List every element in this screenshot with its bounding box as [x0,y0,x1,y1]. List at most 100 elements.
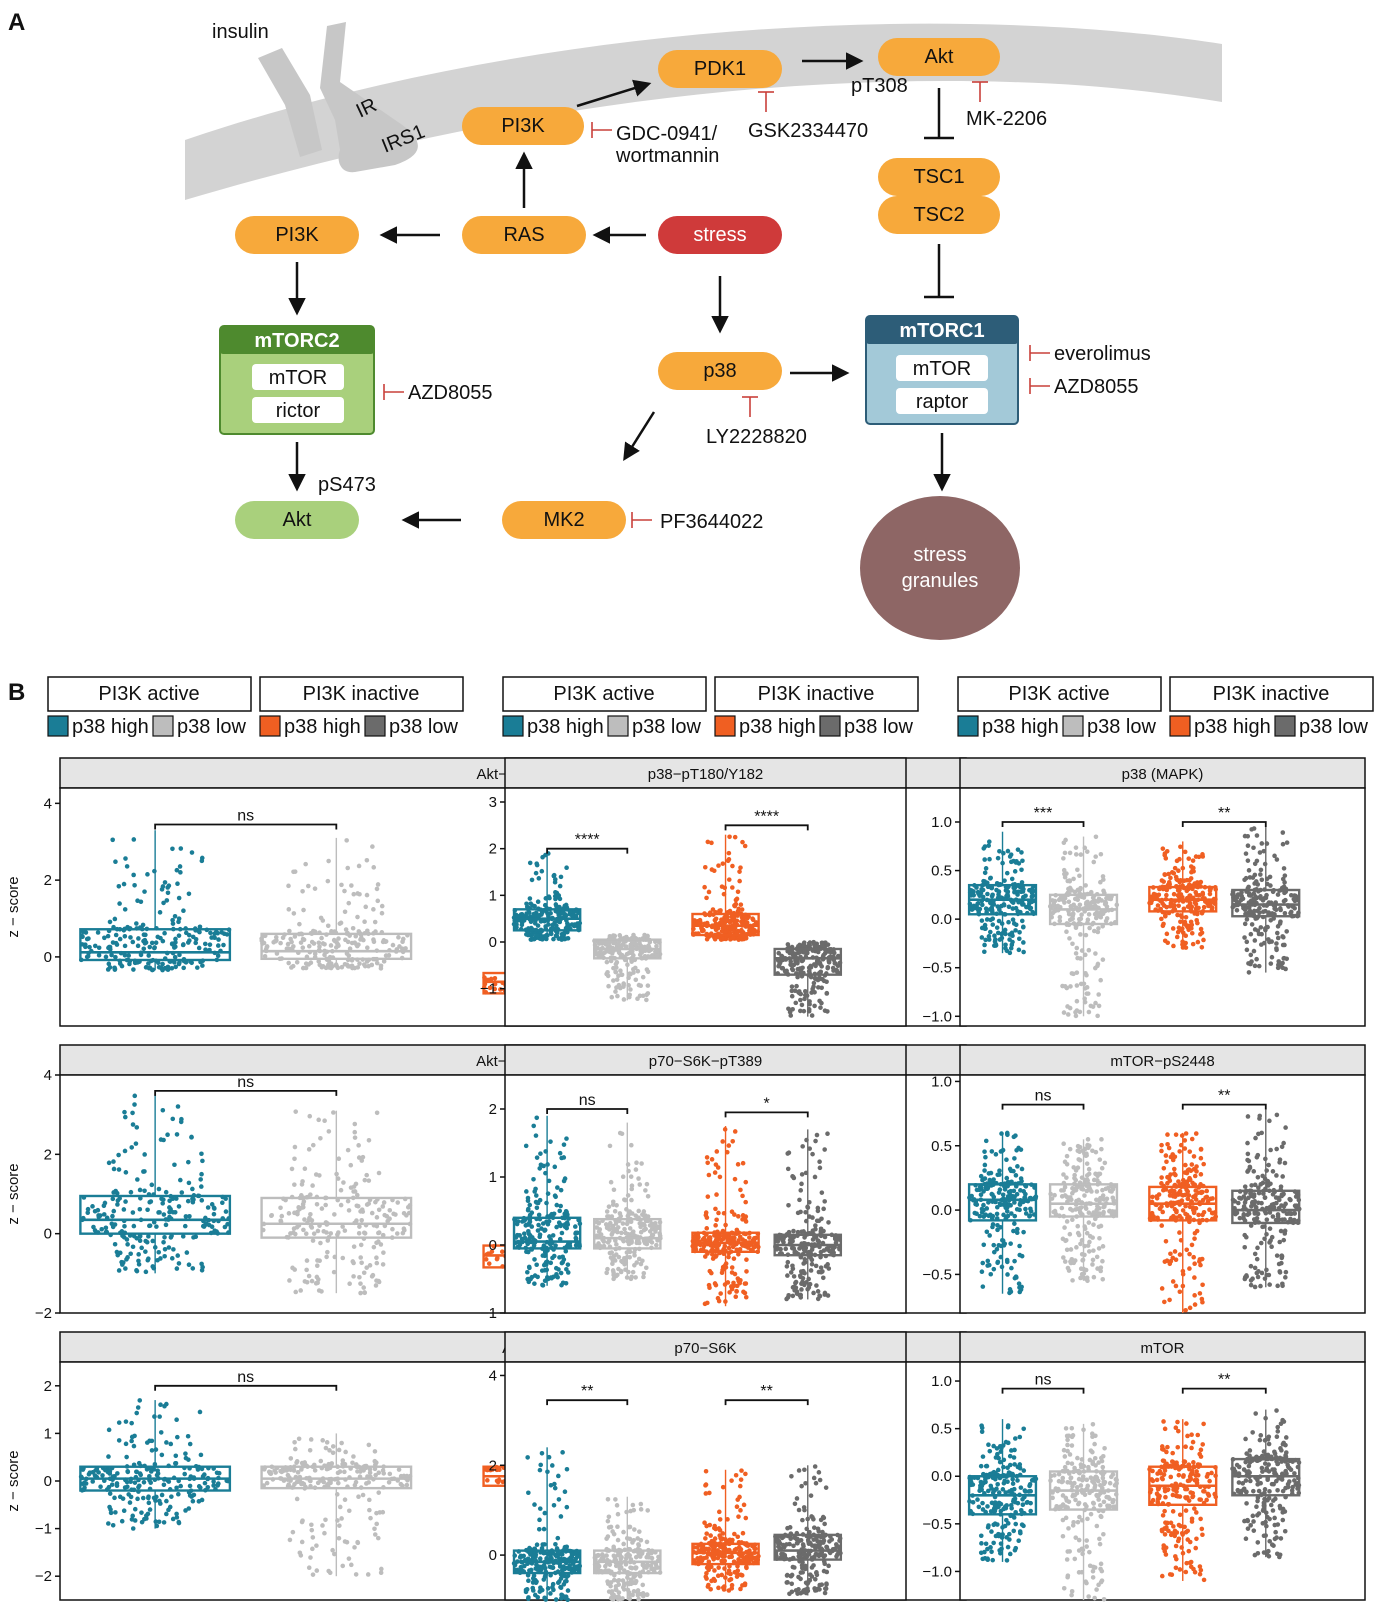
data-point [1004,948,1010,954]
data-point [1276,959,1282,964]
node-ras: RAS [462,216,586,254]
data-point [809,1013,815,1018]
data-point [143,1238,148,1244]
data-point [338,920,344,926]
data-point [165,890,171,896]
data-point [199,1151,204,1157]
data-point [987,1233,992,1238]
data-point [988,1271,994,1277]
data-point [1061,856,1066,861]
data-point [351,1184,357,1189]
data-point [981,1214,987,1219]
data-point [326,858,331,864]
data-point [95,1207,101,1213]
data-point [791,1228,796,1234]
data-point [557,1208,563,1214]
data-point [535,913,541,918]
data-point [1171,870,1177,876]
data-point [734,1227,740,1233]
data-point [162,880,168,885]
data-point [632,1253,637,1258]
data-point [306,1147,312,1152]
data-point [202,941,208,947]
data-point [1084,849,1090,854]
data-point [1253,894,1258,899]
data-point [361,1270,367,1276]
data-point [1161,903,1167,908]
data-point [527,1202,533,1208]
data-point [1078,956,1083,961]
data-point [1243,875,1249,881]
data-point [122,1223,127,1229]
data-point [142,889,147,894]
data-point [1178,844,1183,850]
data-point [130,1244,136,1250]
data-point [816,959,822,965]
data-point [1190,941,1196,947]
data-point [641,1209,647,1214]
data-point [990,916,996,922]
data-point [135,943,141,949]
data-point [995,904,1001,909]
data-point [604,971,609,977]
data-point [187,1213,192,1219]
data-point [1167,881,1172,887]
data-point [730,1138,736,1144]
data-point [161,1239,166,1245]
data-point [176,933,182,938]
data-point [1246,868,1252,873]
data-point [190,1186,195,1192]
data-point [715,1295,721,1301]
data-point [112,1222,118,1227]
data-point [325,878,331,884]
data-point [278,940,283,946]
data-point [713,1223,718,1228]
boxplot-grid: Akt−pT308024z − scorens****p38−pT180/Y18… [5,757,1366,1602]
data-point [346,964,352,969]
data-point [1012,889,1017,895]
data-point [1188,919,1194,925]
data-point [356,863,362,869]
data-point [1019,867,1024,873]
data-point [369,1274,375,1279]
data-point [789,993,795,999]
data-point [643,1265,649,1271]
data-point [395,1200,401,1205]
data-point [786,1292,791,1298]
data-point [1200,892,1206,897]
data-point [143,1269,149,1275]
data-point [170,846,175,852]
data-point [1244,917,1250,922]
data-point [780,1237,785,1243]
data-point [993,941,999,947]
data-point [704,1226,710,1231]
data-point [148,1199,154,1204]
data-point [606,983,611,989]
data-point [558,874,564,880]
y-tick-label: 2 [44,1146,52,1163]
data-point [172,1162,177,1168]
data-point [177,952,182,958]
data-point [798,969,804,974]
data-point [280,935,286,941]
legend-facet-active: PI3K active [47,676,252,712]
data-point [814,1218,820,1224]
y-tick-label: 2 [489,841,497,858]
data-point [730,1244,736,1250]
data-point [819,1190,825,1195]
data-point [293,1109,299,1114]
data-point [1258,942,1264,947]
data-point [132,882,137,888]
data-point [555,1185,560,1190]
data-point [1012,1156,1017,1161]
data-point [400,936,406,942]
data-point [559,1230,565,1236]
data-point [523,1143,529,1149]
data-point [146,1256,151,1261]
data-point [793,951,798,957]
data-point [380,1262,386,1267]
legend-item: p38 low [819,715,913,738]
data-point [303,861,308,867]
data-point [546,1219,552,1224]
